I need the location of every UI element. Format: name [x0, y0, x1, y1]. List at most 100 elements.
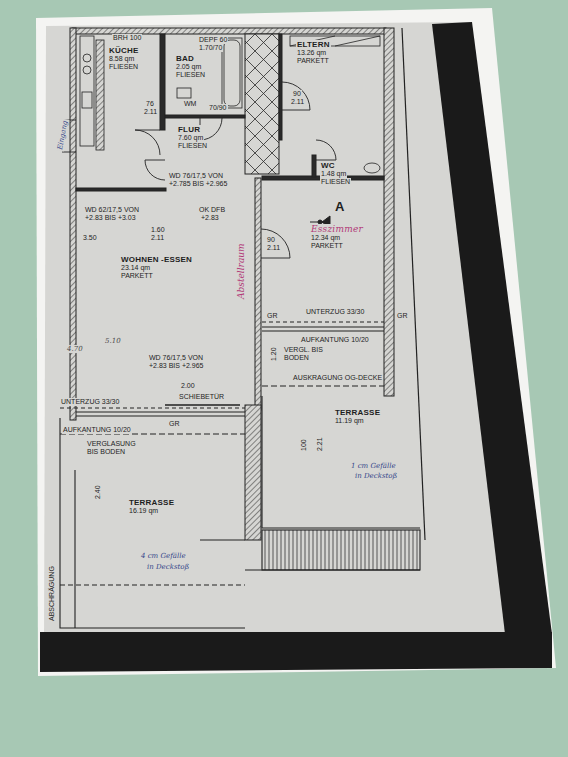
room-name: Esszimmer — [310, 224, 364, 234]
dimension-label: +2.83 BIS +2.965 — [148, 362, 205, 370]
windows-and-beams — [60, 408, 245, 409]
dimension-label: +2.83 BIS +3.03 — [84, 214, 137, 222]
room-info: 23.14 qm — [120, 264, 151, 272]
doors — [135, 130, 160, 155]
windows-and-beams — [76, 415, 245, 416]
walls — [76, 188, 166, 191]
dimension-label: SCHIEBETÜR — [178, 393, 225, 401]
table-and-paper — [36, 8, 556, 676]
fixtures — [80, 36, 94, 146]
dimension-label: 2.11 — [266, 244, 281, 252]
room-label: TERRASSE16.19 qm — [128, 498, 175, 515]
doors — [261, 229, 290, 258]
dimension-label: 70/90 — [208, 104, 228, 112]
room-name: WC — [320, 161, 336, 170]
dimension-label: 1.70/70 — [198, 44, 223, 52]
windows-and-beams — [262, 330, 384, 331]
room-info: FLIESEN — [320, 178, 351, 186]
room-label: TERRASSE11.19 qm — [334, 408, 381, 425]
fixtures — [96, 40, 104, 150]
walls — [402, 28, 425, 540]
handwritten-note: 4.70 — [66, 345, 84, 353]
dimension-label: UNTERZUG 33/30 — [60, 398, 120, 406]
room-info: 7.60 qm — [177, 134, 204, 142]
room-name: BAD — [175, 54, 195, 63]
dimension-label: +2.83 — [200, 214, 220, 222]
walls — [160, 34, 165, 130]
dimension-label: VERGLASUNG — [86, 440, 137, 448]
table-and-paper — [432, 22, 552, 634]
room-name: TERRASSE — [334, 408, 381, 417]
room-label: FLUR7.60 qmFLIESEN — [177, 125, 208, 150]
walls — [70, 28, 76, 420]
terraces — [245, 569, 420, 570]
dimension-label: 2.21 — [316, 436, 324, 452]
windows-and-beams — [262, 386, 384, 387]
dimension-label: AUFKANTUNG 10/20 — [62, 426, 132, 434]
fixtures — [364, 163, 380, 173]
room-area: WOHNEN -ESSEN23.14 qmPARKETT — [78, 195, 254, 407]
room-label: ELTERN13.26 qmPARKETT — [296, 40, 331, 65]
table-and-paper — [40, 632, 552, 672]
handwritten-note: Eingang — [56, 119, 69, 151]
dimension-label: BIS BODEN — [86, 448, 126, 456]
handwritten-note: 4 cm Gefälle — [140, 552, 187, 560]
dimension-label: WD 76/17,5 VON — [148, 354, 204, 362]
terraces — [262, 396, 420, 528]
walls — [165, 115, 245, 118]
walls — [245, 405, 261, 540]
dimension-label: ABSCHRÄGUNG — [48, 565, 56, 622]
walls — [245, 34, 279, 174]
fixtures — [177, 88, 191, 98]
handwritten-note: in Deckstoß — [354, 472, 398, 480]
fixtures — [80, 36, 380, 173]
terraces — [262, 530, 420, 570]
windows-and-beams — [60, 322, 384, 434]
dimension-label: UNTERZUG 33/30 — [305, 308, 365, 316]
room-name: ELTERN — [296, 40, 331, 49]
dimension-label: VERGL. BIS — [283, 346, 324, 354]
room-name: TERRASSE — [128, 498, 175, 507]
fixtures — [83, 66, 91, 74]
room-name: FLUR — [177, 125, 201, 134]
dimension-label: AUSKRAGUNG OG-DECKE — [292, 374, 383, 382]
room-name: KÜCHE — [108, 46, 139, 55]
dimension-label: WD 62/17,5 VON — [84, 206, 140, 214]
walls — [279, 34, 282, 140]
room-info: FLIESEN — [177, 142, 208, 150]
dimension-label: 2.11 — [290, 98, 305, 106]
windows-and-beams — [76, 411, 245, 412]
room-info: 13.26 qm — [296, 49, 327, 57]
walls — [70, 28, 425, 540]
dimension-label: WM — [183, 100, 197, 108]
dimension-label: 2.11 — [150, 234, 165, 242]
dimension-label: GR — [396, 312, 409, 320]
room-area: WC1.48 qmFLIESEN — [316, 160, 384, 188]
room-label: WC1.48 qmFLIESEN — [320, 161, 351, 186]
room-label: BAD2.05 qmFLIESEN — [175, 54, 206, 79]
section-mark: A — [334, 200, 345, 214]
dimension-label: DEPF 60 — [198, 36, 228, 44]
room-area: Esszimmer12.34 qmPARKETT — [262, 182, 384, 322]
dimension-label: OK DFB — [198, 206, 226, 214]
walls — [384, 28, 394, 396]
doors — [282, 82, 310, 110]
room-info: 12.34 qm — [310, 234, 341, 242]
terraces — [60, 584, 245, 585]
room-info: 8.58 qm — [108, 55, 135, 63]
doors — [145, 160, 165, 180]
handwritten-note: 1 cm Gefälle — [350, 462, 397, 470]
terraces — [74, 470, 75, 628]
room-label: WOHNEN -ESSEN23.14 qmPARKETT — [120, 255, 193, 280]
walls — [312, 155, 316, 177]
dimension-label: 90 — [292, 90, 302, 98]
dimension-label: 2.40 — [94, 484, 102, 500]
room-info: 1.48 qm — [320, 170, 347, 178]
dimension-label: GR — [168, 420, 181, 428]
dimension-label: 1.60 — [150, 226, 166, 234]
dimension-label: BRH 100 — [112, 34, 142, 42]
dimension-label: BODEN — [283, 354, 310, 362]
